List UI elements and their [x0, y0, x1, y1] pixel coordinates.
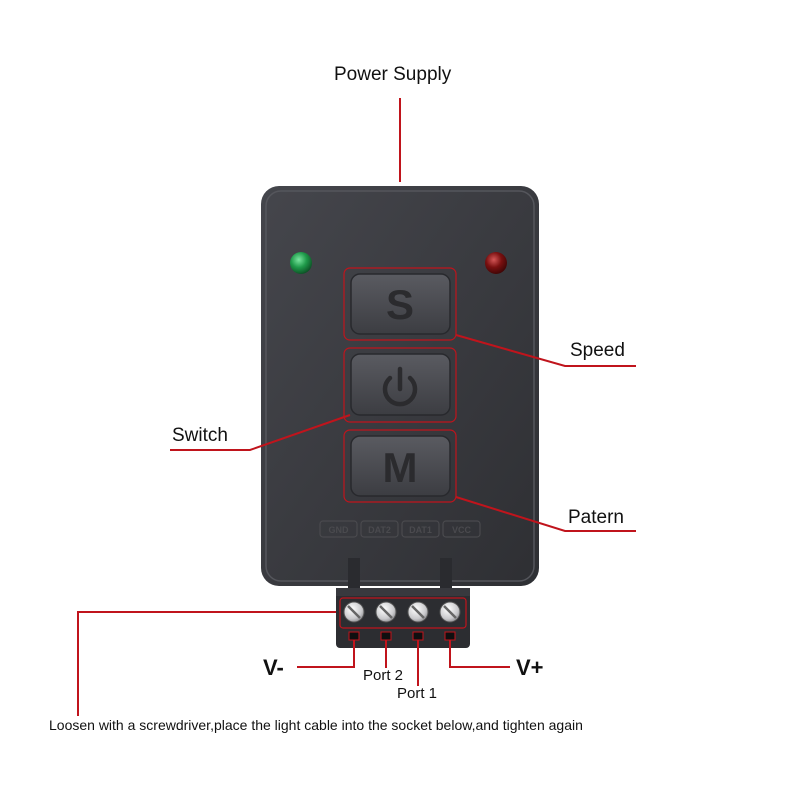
speed-button-outline: [343, 267, 457, 341]
power-icon: [382, 366, 418, 407]
terminal-labels: GND DAT2 DAT1 VCC: [319, 520, 481, 538]
terminal-label-dat2: DAT2: [368, 525, 391, 535]
pattern-leader: [455, 496, 636, 532]
speed-button[interactable]: [350, 273, 451, 335]
v-plus-leader: [449, 640, 510, 668]
pattern-label: Patern: [568, 507, 624, 528]
v-minus-leader: [297, 640, 355, 668]
speed-button-glyph: S: [386, 281, 414, 328]
terminal-label-dat1: DAT1: [409, 525, 432, 535]
switch-label: Switch: [172, 425, 228, 446]
mode-button-glyph: M: [383, 444, 418, 491]
speed-leader: [455, 334, 636, 367]
housing-bevel: [265, 190, 535, 582]
leader-lines: [77, 98, 636, 716]
terminal-block: [336, 558, 470, 648]
v-plus-label: V+: [516, 655, 544, 680]
speed-label: Speed: [570, 340, 625, 361]
port2-label: Port 2: [363, 667, 404, 684]
red-led: [485, 252, 507, 274]
instruction-leader: [77, 611, 336, 716]
mode-button[interactable]: [350, 435, 451, 497]
terminal-label-gnd: GND: [329, 525, 350, 535]
port1-label: Port 1: [397, 685, 438, 702]
power-supply-label: Power Supply: [334, 64, 452, 85]
green-led: [290, 252, 312, 274]
switch-leader: [170, 414, 351, 451]
mode-button-outline: [343, 429, 457, 503]
instruction-text: Loosen with a screwdriver,place the ligh…: [49, 717, 583, 733]
power-button-outline: [343, 347, 457, 423]
v-minus-label: V-: [263, 655, 284, 680]
terminal-label-vcc: VCC: [452, 525, 472, 535]
